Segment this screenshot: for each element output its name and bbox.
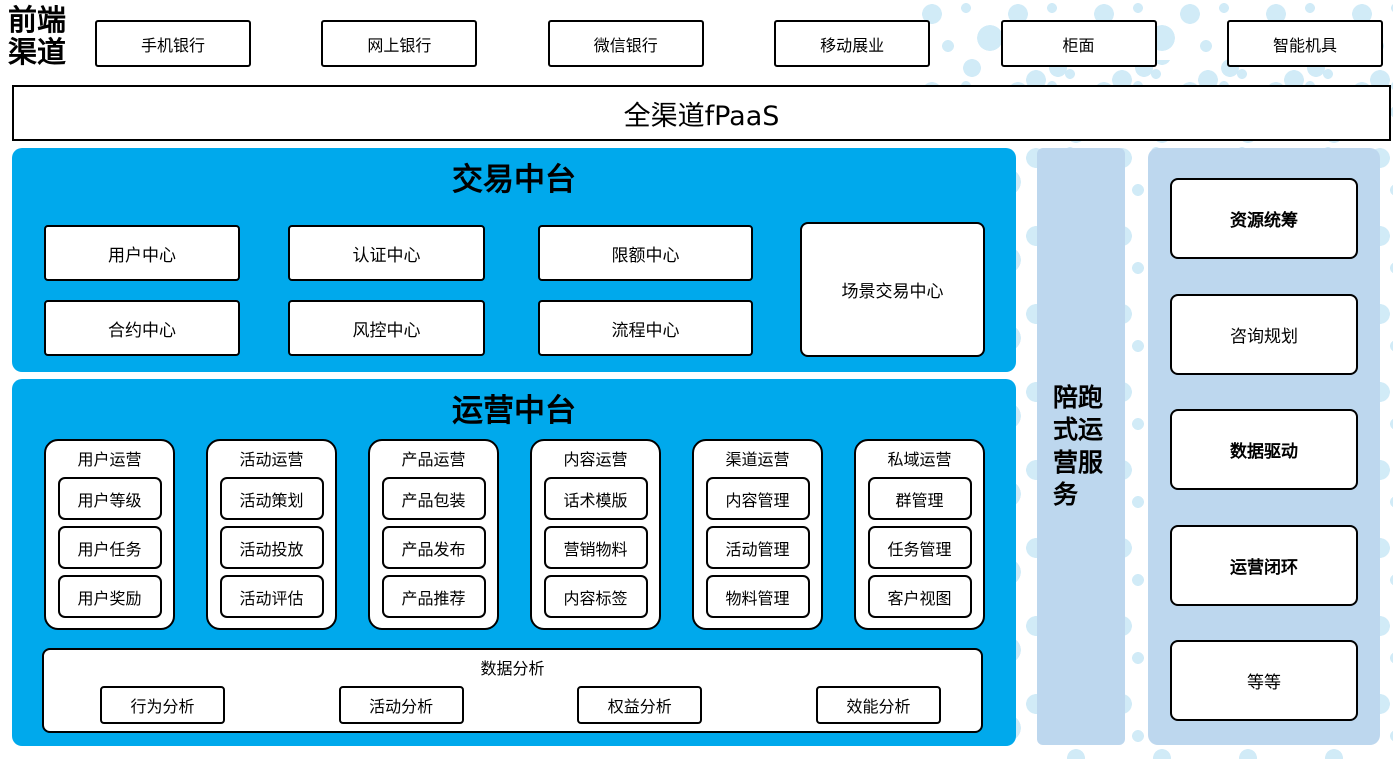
channel-box-wechat-banking: 微信银行 — [547, 20, 704, 67]
panel-box-operation-loop: 运营闭环 — [1170, 524, 1358, 606]
op-item: 物料管理 — [705, 575, 810, 618]
op-item: 活动管理 — [705, 526, 810, 569]
op-column-channel: 渠道运营 内容管理 活动管理 物料管理 — [692, 439, 823, 630]
transaction-platform-section: 交易中台 用户中心 认证中心 限额中心 合约中心 风控中心 流程中心 场景交易中… — [12, 148, 1016, 372]
data-analysis-items: 行为分析 活动分析 权益分析 效能分析 — [44, 679, 981, 724]
operation-platform-title: 运营中台 — [452, 393, 576, 428]
right-service-panel: 资源统筹 咨询规划 数据驱动 运营闭环 等等 — [1148, 148, 1380, 745]
panel-box-data-driven: 数据驱动 — [1170, 409, 1358, 490]
op-item: 用户奖励 — [57, 575, 162, 618]
fpaas-bar: 全渠道fPaaS — [12, 85, 1391, 141]
op-column-title: 产品运营 — [401, 450, 466, 469]
op-column-title: 用户运营 — [77, 450, 142, 469]
op-item: 用户任务 — [57, 526, 162, 569]
op-item: 内容标签 — [543, 575, 648, 618]
channel-row: 手机银行 网上银行 微信银行 移动展业 柜面 智能机具 — [95, 20, 1383, 67]
transaction-platform-title: 交易中台 — [452, 162, 576, 197]
op-item: 客户视图 — [867, 575, 972, 618]
op-item: 产品推荐 — [381, 575, 486, 618]
op-item: 产品包装 — [381, 477, 486, 520]
analysis-box-activity: 活动分析 — [338, 686, 464, 724]
op-item: 产品发布 — [381, 526, 486, 569]
op-column-title: 私域运营 — [887, 450, 952, 469]
panel-box-consulting: 咨询规划 — [1170, 293, 1358, 375]
data-analysis-title: 数据分析 — [480, 659, 545, 678]
op-column-content: 内容运营 话术模版 营销物料 内容标签 — [530, 439, 661, 630]
op-item: 活动策划 — [219, 477, 324, 520]
op-item: 内容管理 — [705, 477, 810, 520]
frontend-channels-label: 前端渠道 — [8, 5, 67, 70]
analysis-box-efficiency: 效能分析 — [815, 686, 941, 724]
center-box-scenario-transaction: 场景交易中心 — [800, 222, 985, 357]
center-box-contract: 合约中心 — [44, 300, 240, 356]
analysis-box-rights: 权益分析 — [577, 686, 703, 724]
op-column-title: 内容运营 — [563, 450, 628, 469]
channel-box-mobile-marketing: 移动展业 — [774, 20, 931, 67]
center-box-limit: 限额中心 — [538, 225, 753, 281]
analysis-box-behavior: 行为分析 — [100, 686, 225, 724]
center-box-risk: 风控中心 — [288, 300, 485, 356]
companion-service-label: 陪跑式运营服务 — [1053, 382, 1104, 510]
operation-platform-section: 运营中台 用户运营 用户等级 用户任务 用户奖励 活动运营 活动策划 活动投放 … — [12, 379, 1016, 746]
operation-columns: 用户运营 用户等级 用户任务 用户奖励 活动运营 活动策划 活动投放 活动评估 … — [44, 439, 985, 630]
op-item: 任务管理 — [867, 526, 972, 569]
op-item: 营销物料 — [543, 526, 648, 569]
op-column-activity: 活动运营 活动策划 活动投放 活动评估 — [206, 439, 337, 630]
op-column-title: 渠道运营 — [725, 450, 790, 469]
channel-box-mobile-banking: 手机银行 — [95, 20, 251, 67]
panel-box-resource-planning: 资源统筹 — [1170, 178, 1358, 259]
panel-box-etc: 等等 — [1170, 640, 1358, 721]
op-column-product: 产品运营 产品包装 产品发布 产品推荐 — [368, 439, 499, 630]
channel-box-online-banking: 网上银行 — [321, 20, 478, 67]
data-analysis-strip: 数据分析 行为分析 活动分析 权益分析 效能分析 — [42, 648, 983, 733]
op-column-private-domain: 私域运营 群管理 任务管理 客户视图 — [854, 439, 985, 630]
op-item: 活动评估 — [219, 575, 324, 618]
op-item: 话术模版 — [543, 477, 648, 520]
center-box-user: 用户中心 — [44, 225, 240, 281]
channel-box-counter: 柜面 — [1000, 20, 1157, 67]
center-box-auth: 认证中心 — [288, 225, 485, 281]
center-box-process: 流程中心 — [538, 300, 753, 356]
op-item: 用户等级 — [57, 477, 162, 520]
op-item: 群管理 — [867, 477, 972, 520]
op-item: 活动投放 — [219, 526, 324, 569]
op-column-user: 用户运营 用户等级 用户任务 用户奖励 — [44, 439, 175, 630]
companion-service-bar: 陪跑式运营服务 — [1037, 148, 1125, 745]
channel-box-smart-devices: 智能机具 — [1226, 20, 1383, 67]
op-column-title: 活动运营 — [239, 450, 304, 469]
